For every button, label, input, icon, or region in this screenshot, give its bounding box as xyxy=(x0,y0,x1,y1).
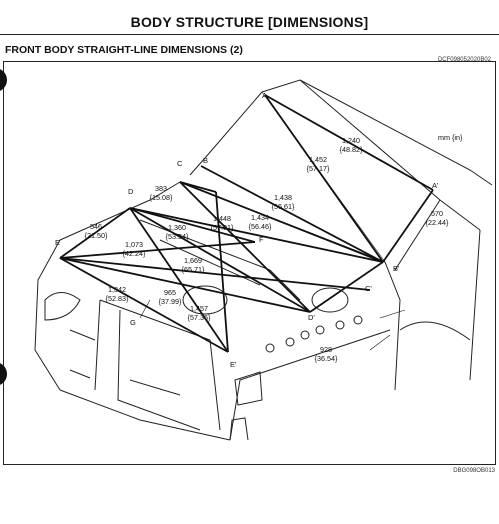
dim-in: {65.71} xyxy=(182,265,205,274)
dim-mm: 1,073 xyxy=(125,240,143,249)
dim-in: {37.99} xyxy=(159,297,182,306)
dim-mm: 546 xyxy=(90,222,102,231)
dim-in: {52.83} xyxy=(106,294,129,303)
footer-code: DBG098OB013 xyxy=(453,468,495,474)
dim-mm: 1,669 xyxy=(184,256,202,265)
point-label-g: G xyxy=(130,318,136,327)
dim-mm: 1,342 xyxy=(108,285,126,294)
dim-in: {42.24} xyxy=(123,249,146,258)
dim-mm: 1,434 xyxy=(251,213,269,222)
dim-in: {57.36} xyxy=(188,313,211,322)
dim-mm: 1,452 xyxy=(309,155,327,164)
dim-mm: 570 xyxy=(431,209,443,218)
leader-lines xyxy=(139,299,406,351)
point-label-e-prime: E' xyxy=(230,360,237,369)
dim-mm: 1,438 xyxy=(274,193,292,202)
dim-mm: 1,457 xyxy=(190,304,208,313)
figure-code: DCF098052020B02 xyxy=(437,57,491,63)
figure-frame xyxy=(3,61,496,465)
dim-in: {48.82} xyxy=(340,145,363,154)
dim-mm: 383 xyxy=(155,184,167,193)
binder-tab xyxy=(0,362,7,386)
binder-tab xyxy=(0,68,7,92)
dim-mm: 965 xyxy=(164,288,176,297)
dim-in: {21.50} xyxy=(85,231,108,240)
section-subtitle: FRONT BODY STRAIGHT-LINE DIMENSIONS (2) xyxy=(5,44,243,56)
point-label-a-prime: A' xyxy=(432,181,439,190)
dim-in: {22.44} xyxy=(426,218,449,227)
point-label-a: A xyxy=(262,91,267,100)
title-rule xyxy=(0,34,499,35)
point-label-c-prime: C' xyxy=(365,284,372,293)
dim-in: {57.01} xyxy=(211,223,234,232)
dim-in: {57.17} xyxy=(307,164,330,173)
dim-in: {53.54} xyxy=(166,232,189,241)
dimension-labels: 1,240 {48.82} 1,452 {57.17} 1,438 {56.61… xyxy=(85,136,449,363)
point-label-e: E xyxy=(55,238,60,247)
dim-mm: 928 xyxy=(320,345,332,354)
page-title: BODY STRUCTURE [DIMENSIONS] xyxy=(130,14,369,30)
dim-in: {56.61} xyxy=(272,202,295,211)
dim-mm: 1,448 xyxy=(213,214,231,223)
dimension-lines xyxy=(59,94,434,353)
point-label-d-prime: D' xyxy=(308,313,315,322)
dim-in: {56.46} xyxy=(249,222,272,231)
unit-note: mm {in} xyxy=(438,133,463,142)
dim-mm: 1,360 xyxy=(168,223,186,232)
dim-mm: 1,240 xyxy=(342,136,360,145)
point-label-c: C xyxy=(177,159,183,168)
dim-in: {36.54} xyxy=(315,354,338,363)
point-label-b-prime: B' xyxy=(393,264,400,273)
dim-in: {15.08} xyxy=(150,193,173,202)
point-label-f: F xyxy=(259,235,264,244)
vehicle-drawing xyxy=(34,79,493,441)
point-label-b: B xyxy=(203,156,208,165)
point-label-d: D xyxy=(128,187,134,196)
